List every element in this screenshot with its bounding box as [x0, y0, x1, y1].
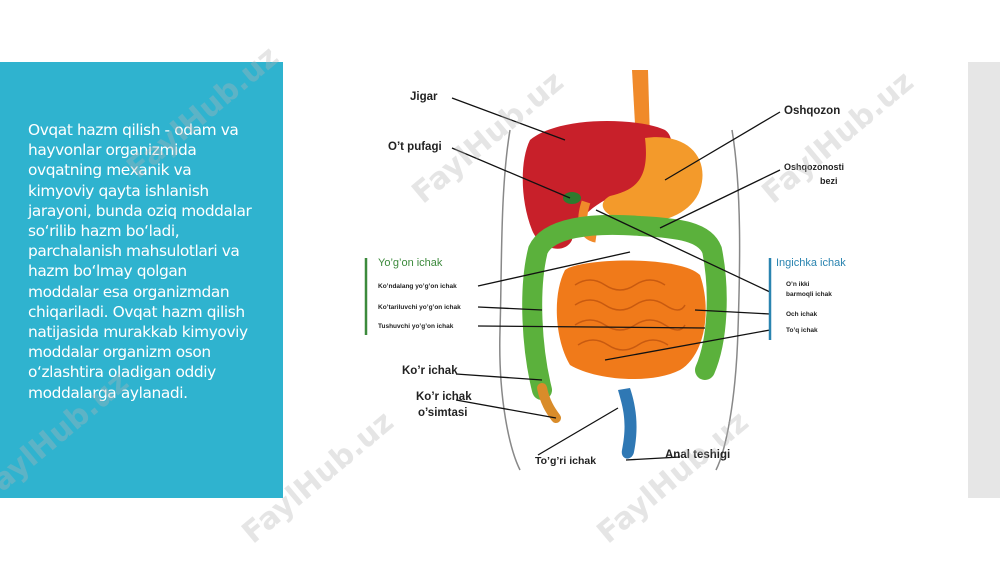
gallbladder-shape [563, 192, 581, 204]
label-on-ikki-1: O’n ikki [786, 281, 810, 288]
slide-paragraph: Ovqat hazm qilish - odam va hayvonlar or… [28, 120, 258, 403]
digestive-system-diagram: Jigar O’t pufagi Oshqozon Oshqozonosti b… [360, 70, 880, 480]
text-panel: Ovqat hazm qilish - odam va hayvonlar or… [0, 62, 283, 498]
label-och-ichak: Och ichak [786, 311, 817, 318]
label-oshqozonosti-1: Oshqozonosti [784, 162, 844, 172]
right-side-bar [968, 62, 1000, 498]
label-on-ikki-2: barmoqli ichak [786, 291, 832, 298]
label-yonbosh-ichak: To’q ichak [786, 327, 818, 334]
label-kor-ichak: Ko’r ichak [402, 365, 458, 377]
label-oshqozon: Oshqozon [784, 105, 840, 117]
label-ot-pufagi: O’t pufagi [388, 141, 442, 153]
diagram-svg: Jigar O’t pufagi Oshqozon Oshqozonosti b… [360, 70, 880, 480]
label-kor-ichak-osimtasi-2: o’simtasi [418, 407, 467, 419]
label-ingichka-ichak: Ingichka ichak [776, 257, 846, 269]
label-tushuvchi: Tushuvchi yo’g’on ichak [378, 323, 454, 330]
label-anal-teshigi: Anal teshigi [665, 449, 730, 461]
label-kor-ichak-osimtasi-1: Ko’r ichak [416, 391, 472, 403]
label-togri-ichak: To’g’ri ichak [535, 455, 596, 467]
label-kotariluvchi: Ko’tariluvchi yo’g’on ichak [378, 304, 461, 311]
label-kondalang: Ko’ndalang yo’g’on ichak [378, 283, 457, 290]
body-outline-left [500, 130, 520, 470]
label-oshqozonosti-2: bezi [820, 176, 838, 186]
label-yogon-ichak: Yo’g’on ichak [378, 257, 443, 269]
rectum-shape [618, 388, 637, 459]
small-intestine-shape [557, 260, 706, 379]
label-jigar: Jigar [410, 91, 438, 103]
